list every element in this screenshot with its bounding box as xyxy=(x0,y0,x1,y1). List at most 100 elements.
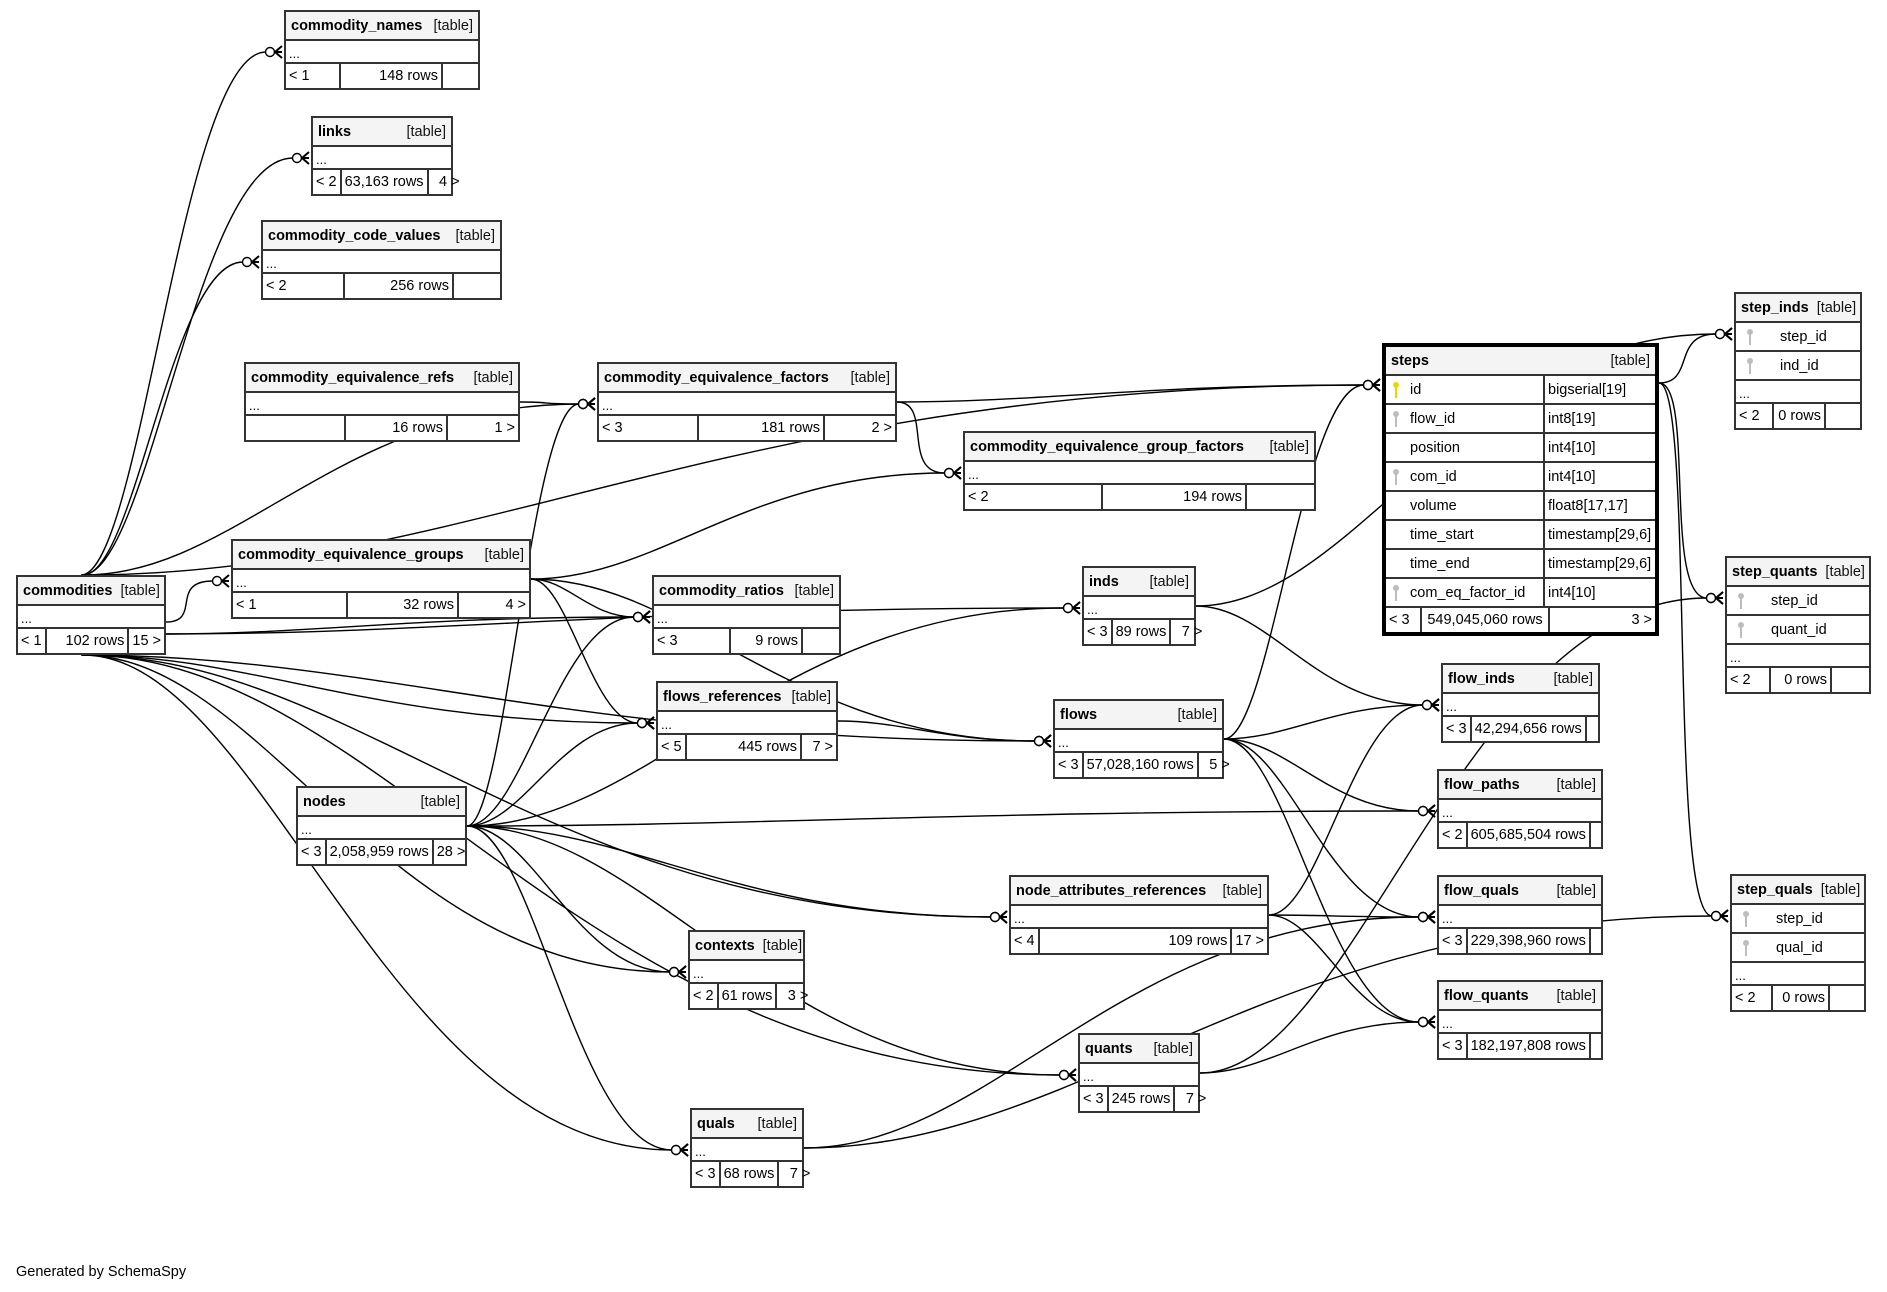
parents-link[interactable]: < 3 xyxy=(298,840,327,864)
table-header[interactable]: flows_references[table] xyxy=(658,683,836,712)
more-columns-ellipsis[interactable]: ... xyxy=(1732,963,1864,986)
column-name-cell[interactable]: ind_id xyxy=(1736,352,1860,379)
parents-link[interactable]: < 2 xyxy=(1439,823,1468,847)
column-name-cell[interactable]: step_id xyxy=(1736,323,1860,350)
table-name[interactable]: steps xyxy=(1391,352,1429,369)
table-header[interactable]: flow_quals[table] xyxy=(1439,877,1601,906)
children-link[interactable]: 3 > xyxy=(1631,612,1652,628)
parents-link[interactable]: < 5 xyxy=(658,735,687,759)
column-row[interactable]: step_id xyxy=(1727,587,1869,616)
column-name-cell[interactable]: step_id xyxy=(1732,905,1864,932)
children-link[interactable]: 7 > xyxy=(1185,1091,1207,1107)
children-link[interactable] xyxy=(1826,404,1860,428)
children-link[interactable]: 7 > xyxy=(812,739,833,755)
parents-link[interactable]: < 3 xyxy=(1080,1087,1109,1111)
more-columns-ellipsis[interactable]: ... xyxy=(658,712,836,735)
more-columns-ellipsis[interactable]: ... xyxy=(286,41,478,64)
parents-link[interactable]: < 2 xyxy=(1736,404,1774,428)
column-name-cell[interactable]: com_id xyxy=(1386,463,1543,490)
more-columns-ellipsis[interactable]: ... xyxy=(1011,906,1267,929)
table-name[interactable]: quants xyxy=(1085,1040,1133,1057)
children-link[interactable] xyxy=(1591,929,1625,953)
children-link[interactable] xyxy=(443,64,478,88)
table-name[interactable]: contexts xyxy=(695,937,755,954)
column-row[interactable]: qual_id xyxy=(1732,934,1864,963)
table-name[interactable]: commodity_equivalence_factors xyxy=(604,369,829,386)
parents-link[interactable]: < 1 xyxy=(233,593,348,617)
column-row[interactable]: quant_id xyxy=(1727,616,1869,645)
parents-link[interactable]: < 3 xyxy=(1055,753,1084,777)
column-name-cell[interactable]: step_id xyxy=(1727,587,1869,614)
parents-link[interactable]: < 2 xyxy=(1727,668,1771,692)
table-name[interactable]: quals xyxy=(697,1115,735,1132)
more-columns-ellipsis[interactable]: ... xyxy=(690,961,803,984)
table-name[interactable]: step_quals xyxy=(1737,881,1813,898)
parents-link[interactable] xyxy=(246,416,346,440)
table-header[interactable]: flow_inds[table] xyxy=(1443,665,1598,694)
more-columns-ellipsis[interactable]: ... xyxy=(1736,381,1860,404)
table-name[interactable]: flows_references xyxy=(663,688,782,705)
column-name-cell[interactable]: time_end xyxy=(1386,550,1543,577)
parents-link[interactable]: < 3 xyxy=(599,416,699,440)
children-link[interactable]: 7 > xyxy=(1181,624,1203,640)
table-header[interactable]: quants[table] xyxy=(1080,1035,1198,1064)
table-commodity-equivalence-factors[interactable]: commodity_equivalence_factors[table]...<… xyxy=(597,362,897,442)
column-row[interactable]: step_id xyxy=(1736,323,1860,352)
table-name[interactable]: flows xyxy=(1060,706,1098,723)
more-columns-ellipsis[interactable]: ... xyxy=(1084,597,1194,620)
column-name-cell[interactable]: position xyxy=(1386,434,1543,461)
table-commodity-equivalence-groups[interactable]: commodity_equivalence_groups[table]...< … xyxy=(231,539,531,619)
more-columns-ellipsis[interactable]: ... xyxy=(233,570,529,593)
parents-link[interactable]: < 3 xyxy=(1439,929,1468,953)
table-name[interactable]: flow_quants xyxy=(1444,987,1529,1004)
table-header[interactable]: contexts[table] xyxy=(690,932,803,961)
table-name[interactable]: commodity_names xyxy=(291,17,423,34)
parents-link[interactable]: < 2 xyxy=(1732,986,1773,1010)
table-header[interactable]: commodity_equivalence_group_factors[tabl… xyxy=(965,433,1314,462)
column-name-cell[interactable]: id xyxy=(1386,376,1543,403)
more-columns-ellipsis[interactable]: ... xyxy=(1443,694,1598,717)
parents-link[interactable]: < 2 xyxy=(313,170,342,194)
children-link[interactable] xyxy=(1830,986,1864,1010)
table-name[interactable]: commodities xyxy=(23,582,113,599)
table-name[interactable]: commodity_equivalence_group_factors xyxy=(970,438,1244,455)
children-link[interactable] xyxy=(1591,1034,1625,1058)
table-header[interactable]: node_attributes_references[table] xyxy=(1011,877,1267,906)
more-columns-ellipsis[interactable]: ... xyxy=(1080,1064,1198,1087)
table-header[interactable]: step_inds[table] xyxy=(1736,294,1860,323)
column-name-cell[interactable]: qual_id xyxy=(1732,934,1864,961)
parents-link[interactable]: < 2 xyxy=(263,274,345,298)
table-header[interactable]: commodity_equivalence_groups[table] xyxy=(233,541,529,570)
children-link[interactable] xyxy=(1587,717,1621,741)
more-columns-ellipsis[interactable]: ... xyxy=(654,606,839,629)
table-name[interactable]: links xyxy=(318,123,352,140)
table-commodity-equivalence-refs[interactable]: commodity_equivalence_refs[table]...16 r… xyxy=(244,362,520,442)
children-link[interactable] xyxy=(1832,668,1869,692)
parents-link[interactable]: < 1 xyxy=(18,629,47,653)
parents-link[interactable]: < 3 xyxy=(692,1162,721,1186)
children-link[interactable] xyxy=(1591,823,1625,847)
table-name[interactable]: flow_inds xyxy=(1448,670,1515,687)
more-columns-ellipsis[interactable]: ... xyxy=(692,1139,802,1162)
children-link[interactable]: 4 > xyxy=(505,597,526,613)
more-columns-ellipsis[interactable]: ... xyxy=(263,251,500,274)
children-link[interactable]: 4 > xyxy=(439,174,460,190)
table-header[interactable]: step_quals[table] xyxy=(1732,876,1864,905)
children-link[interactable]: 7 > xyxy=(789,1166,811,1182)
parents-link[interactable]: < 3 xyxy=(654,629,731,653)
